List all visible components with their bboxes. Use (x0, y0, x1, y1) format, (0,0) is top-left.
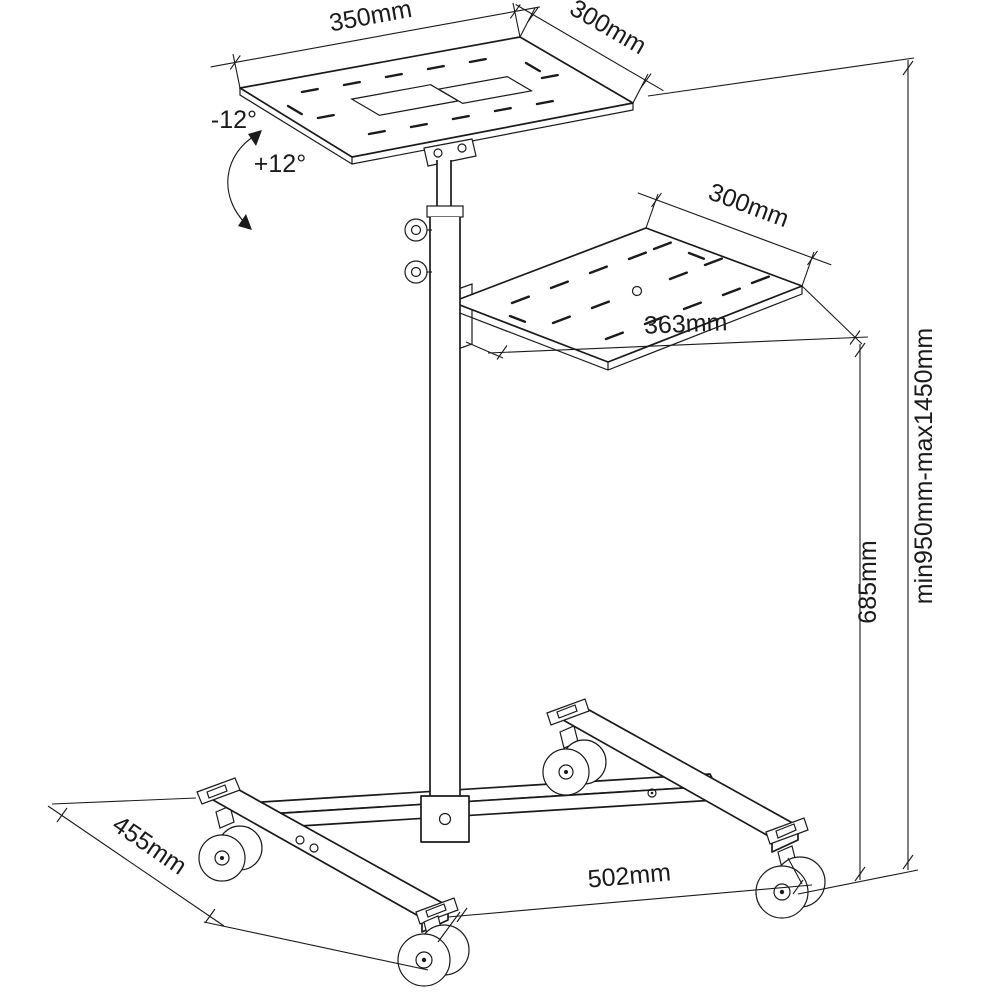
rail-right-back-cap (546, 698, 590, 726)
base-collar (420, 795, 470, 843)
adjustment-knob-lower[interactable] (404, 260, 432, 284)
tilt-down-label: -12° (211, 106, 257, 134)
rail-left-front-cap (415, 897, 459, 925)
tray-slots (286, 57, 559, 136)
adjustment-knob-upper[interactable] (404, 218, 432, 242)
dim-label-column-height: 685mm (854, 540, 882, 623)
dim-label-overall-height: min950mm-max1450mm (910, 328, 938, 604)
dimension-502: 502mm (437, 857, 813, 943)
tilt-up-label: +12° (254, 150, 306, 178)
dimension-overall-height: min950mm-max1450mm (647, 57, 938, 895)
tray-plate (239, 36, 634, 158)
tray-cutout-2 (436, 75, 534, 105)
caster-back-right (542, 725, 607, 796)
dimension-685: 685mm (854, 342, 882, 882)
dim-label-shelf-depth: 300mm (705, 178, 793, 233)
caster-front-left (397, 915, 470, 987)
tilt-indicator: -12° +12° (211, 106, 306, 230)
caster-back-left (198, 805, 263, 882)
tilt-arc (227, 133, 259, 227)
caster-front-right (755, 845, 826, 919)
shelf-slots (508, 241, 770, 341)
base-assembly (196, 698, 826, 987)
dimension-363: 363mm (465, 285, 869, 360)
shelf-center-hole (631, 285, 643, 297)
column-collar (426, 205, 464, 218)
dim-label-top-depth: 300mm (565, 0, 651, 60)
dim-label-shelf-width: 363mm (643, 308, 727, 339)
dim-label-base-depth: 455mm (107, 810, 192, 880)
rail-right-front-cap (765, 817, 809, 845)
laptop-shelf (443, 227, 803, 371)
projector-tray (239, 36, 634, 167)
telescopic-column (404, 160, 470, 843)
tray-edge (239, 88, 634, 165)
tilt-hinge (423, 138, 477, 167)
rail-left-back-cap (196, 777, 241, 805)
dim-label-base-width: 502mm (587, 858, 672, 893)
tilt-arrowhead-up (248, 130, 262, 146)
tilt-arrowhead-down (238, 214, 252, 230)
